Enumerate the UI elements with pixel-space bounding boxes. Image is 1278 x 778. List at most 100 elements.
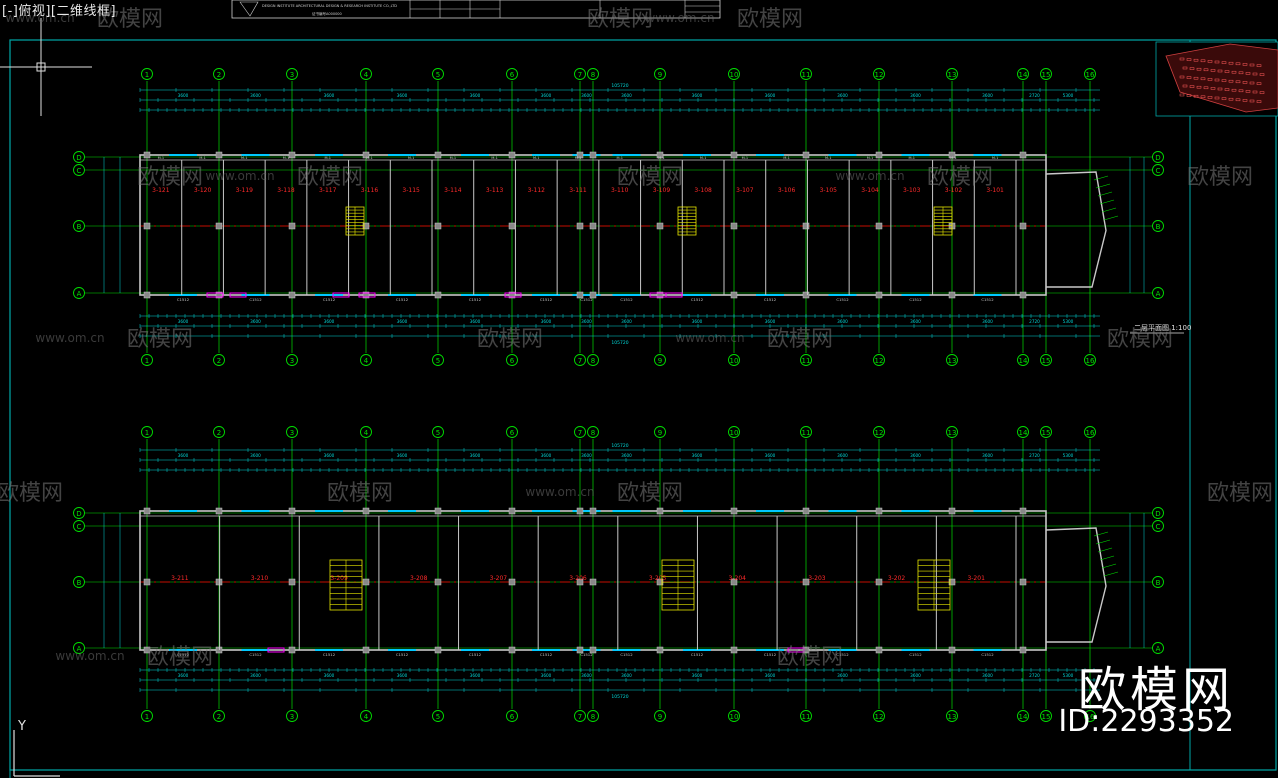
tower-step bbox=[1103, 215, 1119, 221]
structural-column bbox=[576, 222, 584, 230]
axis-bubble bbox=[1017, 426, 1029, 438]
watermark-brand: 欧模网 bbox=[1107, 327, 1173, 352]
site-building-block bbox=[1200, 59, 1206, 63]
structural-column bbox=[143, 578, 151, 586]
axis-bubble bbox=[728, 426, 740, 438]
structural-column bbox=[576, 151, 584, 159]
site-building-block bbox=[1259, 73, 1265, 76]
structural-column bbox=[948, 291, 956, 299]
structural-column bbox=[589, 646, 597, 654]
tower-step bbox=[1093, 531, 1109, 537]
row-bubble-label: A bbox=[77, 290, 82, 298]
axis-bubble-label: 1 bbox=[145, 71, 149, 79]
bay-dimension: 3600 bbox=[178, 453, 189, 458]
room-number: 3-111 bbox=[569, 187, 587, 194]
room-number: 3-116 bbox=[361, 187, 379, 194]
room-number: 3-104 bbox=[861, 187, 879, 194]
axis-bubble-label: 4 bbox=[364, 429, 369, 437]
site-building-block bbox=[1196, 67, 1202, 71]
site-building-block bbox=[1210, 87, 1216, 90]
room-number: 3-102 bbox=[945, 187, 963, 194]
axis-bubble bbox=[141, 710, 153, 722]
window-tag: C1512 bbox=[323, 652, 336, 657]
watermark-brand: 欧模网 bbox=[477, 327, 543, 352]
watermark-brand-large: 欧模网 bbox=[1077, 662, 1234, 718]
axis-bubble bbox=[286, 354, 298, 366]
row-bubble-label: B bbox=[77, 223, 82, 231]
room-number: 3-117 bbox=[319, 187, 337, 194]
site-building-block bbox=[1207, 78, 1213, 81]
axis-bubble-label: 6 bbox=[510, 713, 515, 721]
structural-column bbox=[576, 646, 584, 654]
title-block: DESIGN INSTITUTE ARCHITECTURAL DESIGN & … bbox=[231, 0, 721, 19]
structural-column bbox=[434, 507, 442, 515]
room-number: 3-109 bbox=[653, 187, 671, 194]
overall-dimension: 105720 bbox=[611, 694, 628, 700]
structural-column bbox=[215, 291, 223, 299]
bay-dimension: 3600 bbox=[541, 453, 552, 458]
row-bubble bbox=[73, 576, 85, 588]
tower-step bbox=[1097, 547, 1113, 553]
site-building-block bbox=[1224, 70, 1230, 73]
structural-column bbox=[143, 507, 151, 515]
bay-dimension: 2720 bbox=[1029, 673, 1040, 678]
floor-plan-level-2[interactable]: 1122334455667788991010111112121313141415… bbox=[73, 426, 1164, 722]
viewport-label[interactable]: [-]俯视][二维线框] bbox=[2, 4, 117, 19]
window-tag: C1512 bbox=[764, 297, 777, 302]
bay-dimension: 3600 bbox=[982, 319, 993, 324]
axis-bubble bbox=[800, 426, 812, 438]
axis-bubble-label: 4 bbox=[364, 71, 369, 79]
bay-dimension: 3600 bbox=[178, 93, 189, 98]
structural-column bbox=[215, 222, 223, 230]
room-number: 3-206 bbox=[569, 575, 587, 582]
axis-bubble-label: 16 bbox=[1086, 713, 1095, 721]
row-bubble-label: D bbox=[1155, 154, 1160, 162]
bay-dimension: 3600 bbox=[470, 93, 481, 98]
row-bubble-label: B bbox=[1156, 579, 1161, 587]
door-tag: M-1 bbox=[283, 156, 290, 160]
axis-bubble-label: 10 bbox=[730, 429, 739, 437]
structural-column bbox=[875, 151, 883, 159]
window-tag: C1512 bbox=[836, 652, 849, 657]
bay-dimension: 2720 bbox=[1029, 93, 1040, 98]
bay-dimension: 3600 bbox=[397, 453, 408, 458]
room-number: 3-101 bbox=[986, 187, 1004, 194]
bay-dimension: 3600 bbox=[250, 319, 261, 324]
room-number: 3-120 bbox=[194, 187, 212, 194]
axis-bubble-label: 11 bbox=[802, 429, 811, 437]
bay-dimension: 3600 bbox=[541, 319, 552, 324]
room-number: 3-103 bbox=[903, 187, 921, 194]
site-building-block bbox=[1207, 60, 1213, 63]
structural-column bbox=[730, 646, 738, 654]
structural-column bbox=[656, 507, 664, 515]
axis-bubble-label: 11 bbox=[802, 713, 811, 721]
bay-dimension: 3600 bbox=[910, 673, 921, 678]
window-tag: C1512 bbox=[691, 652, 704, 657]
structural-column bbox=[802, 291, 810, 299]
window-tag: C1512 bbox=[469, 652, 482, 657]
structural-column bbox=[589, 222, 597, 230]
watermark-brand: 欧模网 bbox=[0, 481, 63, 506]
window-tag: C1512 bbox=[580, 652, 593, 657]
floor-plan-level-1[interactable]: 1122334455667788991010111112121313141415… bbox=[73, 68, 1164, 366]
watermark-brand: 欧模网 bbox=[147, 645, 213, 670]
watermark-brand: 欧模网 bbox=[137, 165, 203, 190]
door-tag: M-1 bbox=[366, 156, 373, 160]
window-tag: C1512 bbox=[396, 652, 409, 657]
row-bubble-label: D bbox=[76, 154, 81, 162]
axis-bubble-label: 3 bbox=[290, 357, 294, 365]
fixture-marker bbox=[504, 292, 522, 298]
bay-dimension: 3600 bbox=[397, 93, 408, 98]
axis-bubble bbox=[506, 710, 518, 722]
watermark-brand: 欧模网 bbox=[587, 7, 653, 32]
site-building-block bbox=[1214, 60, 1220, 64]
bay-dimension: 3600 bbox=[324, 93, 335, 98]
bay-dimension: 2720 bbox=[1029, 453, 1040, 458]
site-building-block bbox=[1252, 72, 1258, 76]
axis-bubble-label: 5 bbox=[436, 357, 440, 365]
site-building-block bbox=[1221, 79, 1227, 82]
axis-bubble-label: 8 bbox=[591, 357, 595, 365]
bay-dimension: 2720 bbox=[1029, 319, 1040, 324]
axis-bubble-label: 6 bbox=[510, 429, 515, 437]
